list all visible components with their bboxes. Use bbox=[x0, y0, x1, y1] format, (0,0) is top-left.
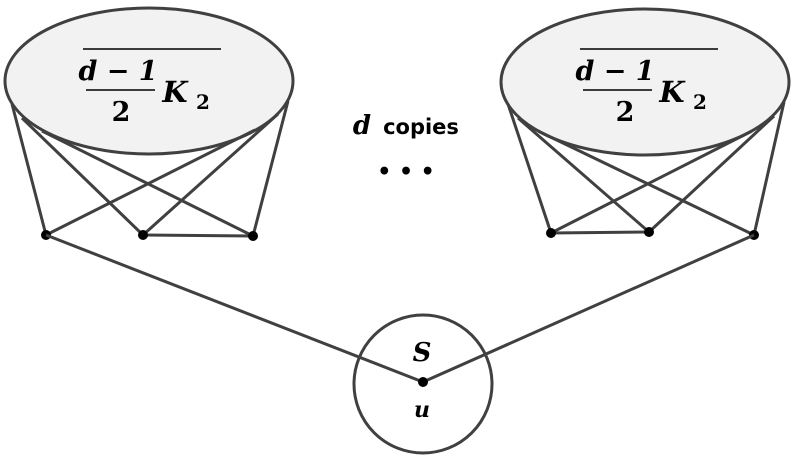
right-edge bbox=[647, 114, 776, 234]
right-complete-graph-ellipse bbox=[499, 7, 791, 157]
left-graph-subscript: 2 bbox=[196, 90, 210, 114]
left-fraction-denominator: 2 bbox=[112, 97, 131, 128]
right-copy: d − 1 2 K 2 bbox=[499, 7, 791, 240]
right-graph-subscript: 2 bbox=[693, 90, 707, 114]
copies-annotation: d copies • • • bbox=[353, 111, 459, 185]
hub-edge-left bbox=[45, 233, 424, 384]
hub-edge-right bbox=[422, 233, 755, 384]
copies-variable: d bbox=[353, 111, 371, 141]
left-edge bbox=[142, 233, 254, 238]
hub-vertex-u bbox=[418, 377, 428, 387]
set-s-label: S bbox=[413, 338, 432, 368]
hub-set: S u bbox=[45, 233, 755, 455]
right-edge bbox=[537, 129, 755, 237]
right-vertex bbox=[546, 228, 556, 238]
right-fraction-denominator: 2 bbox=[616, 97, 635, 128]
left-complete-graph-ellipse bbox=[3, 6, 295, 156]
left-copy: d − 1 2 K 2 bbox=[3, 6, 295, 241]
left-fraction-numerator: d − 1 bbox=[78, 56, 157, 87]
right-edge bbox=[517, 116, 650, 234]
left-edge bbox=[20, 116, 145, 237]
right-vertex bbox=[644, 227, 654, 237]
right-edge bbox=[550, 129, 753, 235]
right-graph-name: K bbox=[658, 75, 686, 109]
left-graph-name: K bbox=[161, 75, 189, 109]
left-edge bbox=[141, 112, 280, 237]
left-edge bbox=[10, 103, 48, 236]
right-edge bbox=[752, 101, 786, 236]
right-edge bbox=[506, 103, 553, 234]
left-edge bbox=[251, 100, 290, 237]
right-edge bbox=[550, 230, 650, 235]
vertex-u-label: u bbox=[414, 397, 430, 423]
left-vertex bbox=[138, 230, 148, 240]
ellipsis-dots: • • • bbox=[377, 159, 435, 185]
set-s-circle bbox=[352, 313, 494, 455]
left-vertex bbox=[248, 231, 258, 241]
left-edge bbox=[45, 128, 256, 237]
right-fraction-numerator: d − 1 bbox=[575, 56, 654, 87]
copies-text: copies bbox=[383, 115, 459, 139]
